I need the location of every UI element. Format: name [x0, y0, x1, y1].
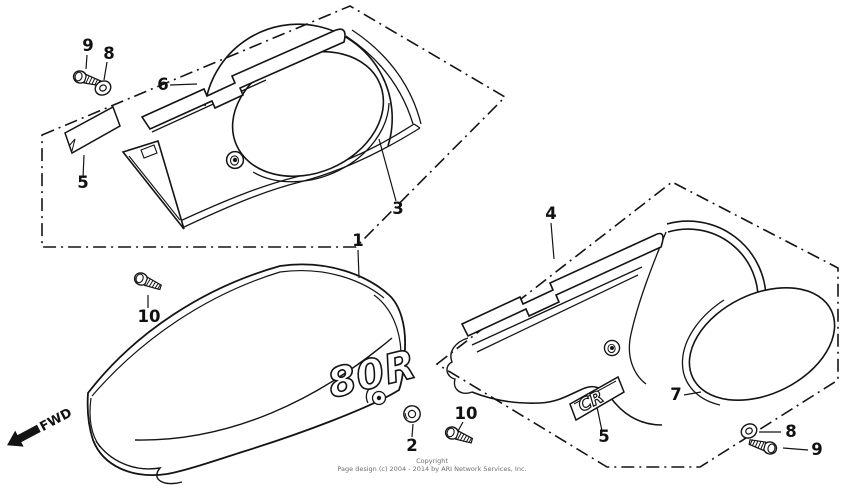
seat: 80R	[86, 263, 422, 485]
right-cover-oval	[688, 286, 836, 402]
callout-9-right[interactable]: 9	[811, 440, 822, 459]
right-group-boundary	[435, 181, 839, 468]
right-cover-top-edge	[471, 266, 643, 353]
right-emblem-plate: CR	[569, 375, 625, 422]
left-cover-right-edge	[345, 29, 422, 125]
nut-2	[400, 402, 424, 426]
copyright-line2: Page design (c) 2004 - 2014 by ARI Netwo…	[337, 465, 526, 473]
left-group-boundary	[41, 5, 507, 248]
screw-10-left	[131, 270, 164, 294]
copyright-line1: Copyright	[416, 457, 448, 465]
seat-outline	[86, 263, 406, 476]
right-cover-grommet	[603, 339, 621, 357]
callout-5-right[interactable]: 5	[598, 427, 609, 446]
callout-8-left[interactable]: 8	[103, 44, 114, 63]
fwd-arrow-icon	[7, 424, 41, 447]
callout-6[interactable]: 6	[157, 75, 168, 94]
seat-side-crease	[134, 337, 393, 441]
left-side-cover	[121, 23, 422, 230]
right-side-cover	[446, 220, 836, 426]
seat-front-curl	[95, 440, 183, 485]
left-cover-flap-notch	[140, 144, 158, 159]
left-cover-inner-arc	[204, 23, 393, 147]
left-cover-oval-rim	[252, 102, 390, 183]
fwd-label: FWD	[38, 406, 75, 435]
callout-2[interactable]: 2	[406, 436, 417, 455]
seat-rear-edge-line	[373, 294, 402, 353]
right-cover-rim-arc	[666, 220, 767, 304]
right-cover-molding-strip	[460, 232, 664, 338]
callout-10-left[interactable]: 10	[138, 307, 161, 326]
seat-nose-line	[89, 397, 101, 448]
callout-7[interactable]: 7	[670, 385, 681, 404]
callout-4[interactable]: 4	[545, 204, 556, 223]
left-cover-grommet	[225, 150, 245, 170]
washer-8-right	[737, 420, 761, 442]
right-cover-oval-rim	[681, 299, 725, 406]
leader-lines	[82, 54, 809, 451]
left-cover-flap-crease	[128, 155, 181, 221]
callout-10-right[interactable]: 10	[455, 404, 478, 423]
cover-molding-strip	[140, 28, 346, 131]
right-cover-front-curl	[446, 337, 473, 394]
screw-9-right	[746, 435, 779, 457]
left-emblem-plate	[64, 105, 121, 155]
seat-top-edge-line	[91, 270, 385, 397]
callout-8-right[interactable]: 8	[785, 422, 796, 441]
left-cover-top-edge	[151, 79, 267, 133]
seat-rear-hook	[365, 386, 387, 406]
callout-9-left[interactable]: 9	[82, 36, 93, 55]
right-cover-crease	[628, 231, 667, 385]
fwd-indicator: FWD	[7, 406, 75, 447]
left-cover-front-flap	[121, 139, 185, 230]
right-cover-bottom-edge	[471, 385, 663, 426]
callout-3[interactable]: 3	[392, 199, 403, 218]
callout-1[interactable]: 1	[352, 231, 363, 250]
callout-5-left[interactable]: 5	[77, 173, 88, 192]
